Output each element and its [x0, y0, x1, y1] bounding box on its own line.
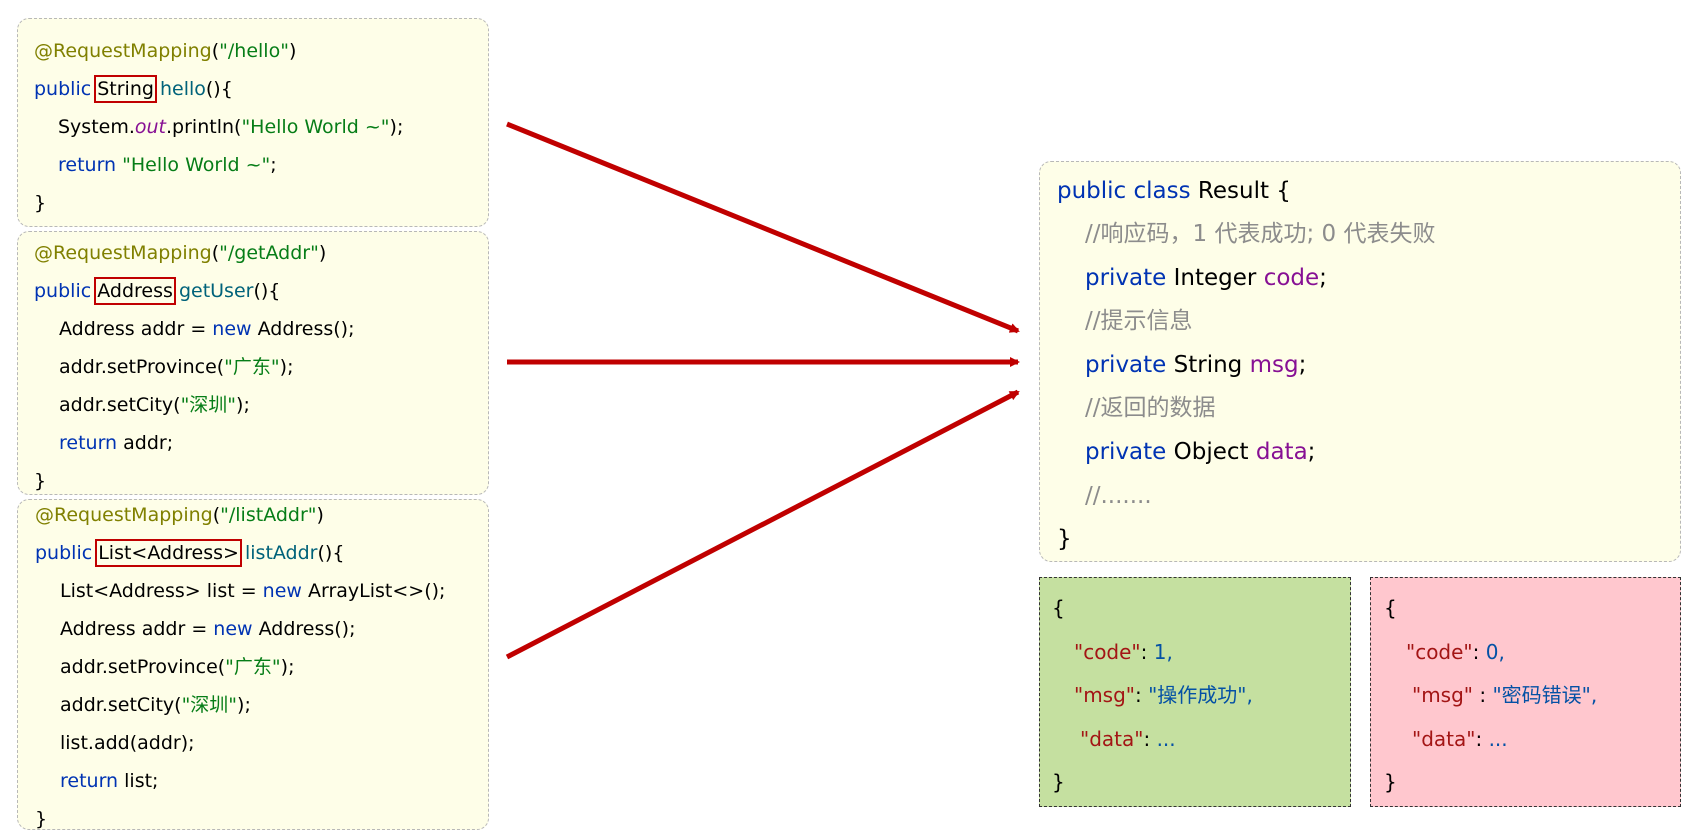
code-line: return addr;: [59, 432, 174, 454]
return-type-highlight: List<Address>: [95, 539, 242, 567]
json-line: "msg" : "密码错误",: [1412, 683, 1598, 707]
json-line: "code": 0,: [1406, 640, 1505, 664]
code-comment: //返回的数据: [1085, 395, 1216, 421]
code-line: System.out.println("Hello World ~");: [58, 116, 404, 138]
code-line: return list;: [60, 770, 159, 792]
json-line: }: [1052, 770, 1065, 794]
hello-code-block: @RequestMapping("/hello") public String …: [17, 18, 489, 227]
return-type-highlight: Address: [94, 277, 176, 305]
code-line: Address addr = new Address();: [60, 618, 356, 640]
listaddr-code-block: @RequestMapping("/listAddr") public List…: [17, 499, 489, 830]
success-json-block: { "code": 1, "msg": "操作成功", "data": ... …: [1039, 577, 1351, 807]
json-line: "code": 1,: [1074, 640, 1173, 664]
code-line: list.add(addr);: [60, 732, 195, 754]
code-line: @RequestMapping("/getAddr"): [34, 242, 327, 264]
code-line: addr.setCity("深圳");: [60, 694, 251, 716]
arrow-hello-to-result: [506, 121, 1020, 334]
code-line: private Object data;: [1085, 439, 1316, 465]
code-line: }: [34, 192, 47, 214]
json-line: {: [1052, 596, 1065, 620]
json-line: "msg": "操作成功",: [1074, 683, 1253, 707]
code-line: public Address getUser(){: [34, 277, 281, 305]
code-line: }: [1057, 526, 1072, 552]
code-comment: //响应码，1 代表成功; 0 代表失败: [1085, 221, 1436, 247]
code-line: @RequestMapping("/listAddr"): [35, 504, 324, 526]
code-line: public String hello(){: [34, 75, 233, 103]
json-line: }: [1384, 770, 1397, 794]
code-line: return "Hello World ~";: [58, 154, 277, 176]
code-line: private Integer code;: [1085, 265, 1327, 291]
code-line: public List<Address> listAddr(){: [35, 539, 345, 567]
code-line: public class Result {: [1057, 178, 1291, 204]
code-line: private String msg;: [1085, 352, 1307, 378]
json-line: "data": ...: [1412, 727, 1508, 751]
code-comment: //.......: [1085, 483, 1152, 509]
json-line: "data": ...: [1080, 727, 1176, 751]
code-line: }: [35, 808, 48, 830]
return-type-highlight: String: [94, 75, 157, 103]
code-line: @RequestMapping("/hello"): [34, 40, 297, 62]
code-line: }: [34, 470, 47, 492]
json-line: {: [1384, 596, 1397, 620]
code-line: Address addr = new Address();: [59, 318, 355, 340]
code-line: addr.setProvince("广东");: [60, 656, 295, 678]
result-class-block: public class Result { //响应码，1 代表成功; 0 代表…: [1039, 161, 1681, 562]
code-line: addr.setCity("深圳");: [59, 394, 250, 416]
code-line: addr.setProvince("广东");: [59, 356, 294, 378]
error-json-block: { "code": 0, "msg" : "密码错误", "data": ...…: [1370, 577, 1681, 807]
code-comment: //提示信息: [1085, 308, 1193, 334]
code-line: List<Address> list = new ArrayList<>();: [60, 580, 446, 602]
arrow-listaddr-to-result: [505, 389, 1020, 660]
getaddr-code-block: @RequestMapping("/getAddr") public Addre…: [17, 231, 489, 495]
